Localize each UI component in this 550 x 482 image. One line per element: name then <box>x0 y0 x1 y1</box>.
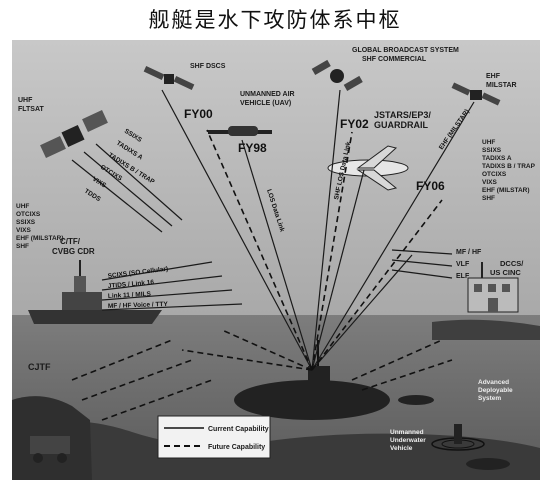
right-stack-3: TADIXS B / TRAP <box>482 163 536 170</box>
uuv-line-1: Unmanned <box>390 429 424 436</box>
sky-background <box>12 40 540 315</box>
uuv <box>398 395 510 470</box>
right-stack-2: TADIXS A <box>482 155 512 162</box>
legend: Current Capability Future Capability <box>157 415 271 459</box>
command-building <box>467 262 519 313</box>
ship-label-jtids: JTIDS / Link 16 <box>108 279 155 290</box>
right-stack-5: VIXS <box>482 179 497 186</box>
label-fy00: FY00 <box>184 107 213 121</box>
satellite-uhf-fltsat <box>40 110 108 158</box>
label-fy98: FY98 <box>238 141 267 155</box>
left-stack-labels: UHF OTCIXS SSIXS VIXS EHF (MILSTAR) SHF <box>16 203 64 250</box>
label-mf-hf: MF / HF <box>456 249 482 256</box>
label-dccs-2: US CINC <box>490 268 521 277</box>
label-ehf-1: EHF <box>486 73 501 80</box>
left-stack-2: SSIXS <box>16 219 36 226</box>
label-fy06: FY06 <box>416 179 445 193</box>
left-stack-4: EHF (MILSTAR) <box>16 235 64 242</box>
uuv-line-2: Underwater <box>390 437 426 444</box>
comm-links-current <box>71 89 475 371</box>
label-shf-dscs: SHF DSCS <box>190 63 226 70</box>
uuv-line-3: Vehicle <box>390 445 413 452</box>
label-vlf: VLF <box>456 261 470 268</box>
submarine <box>234 340 390 420</box>
right-stack-4: OTCIXS <box>482 171 507 178</box>
label-advanced-deployable: Advanced Deployable System <box>478 379 513 402</box>
label-uav-2: VEHICLE (UAV) <box>240 100 291 107</box>
ship-label-link11: Link 11 / MILS <box>108 291 152 300</box>
adv-line-3: System <box>478 395 501 402</box>
right-stack-labels: UHF SSIXS TADIXS A TADIXS B / TRAP OTCIX… <box>482 139 536 202</box>
legend-current-label: Current Capability <box>208 426 269 433</box>
label-uuv: Unmanned Underwater Vehicle <box>390 429 426 452</box>
label-uhf-2: FLTSAT <box>18 106 45 113</box>
jstars-aircraft <box>327 145 409 191</box>
label-cvbg: CVBG CDR <box>52 247 95 256</box>
label-gbs-2: SHF COMMERCIAL <box>362 56 427 63</box>
left-stack-3: VIXS <box>16 227 31 234</box>
satellite-gbs <box>311 59 363 91</box>
legend-future-label: Future Capability <box>208 444 265 451</box>
label-fy02: FY02 <box>340 117 369 131</box>
comm-links-future <box>71 129 453 421</box>
land-vehicle <box>30 436 70 463</box>
label-uav-1: UNMANNED AIR <box>240 91 295 98</box>
right-stack-7: SHF <box>482 195 495 202</box>
surface-ship <box>28 260 162 324</box>
ship-label-mfhf: MF / HF Voice / TTY <box>108 301 169 310</box>
label-elf: ELF <box>456 273 470 280</box>
right-stack-1: SSIXS <box>482 147 502 154</box>
right-shore <box>432 319 540 340</box>
right-stack-6: EHF (MILSTAR) <box>482 187 530 194</box>
c4isr-diagram: SSIXS TADIXS A TADIXS B / TRAP OTCIXS VI… <box>12 40 540 480</box>
left-stack-1: OTCIXS <box>16 211 41 218</box>
adv-line-2: Deployable <box>478 387 513 394</box>
label-gbs-1: GLOBAL BROADCAST SYSTEM <box>352 47 459 54</box>
page-title: 舰艇是水下攻防体系中枢 <box>148 8 402 32</box>
label-jstars-2: GUARDRAIL <box>374 120 428 130</box>
label-ctf: C/TF/ <box>60 237 81 246</box>
satellite-shf-dscs <box>143 66 195 90</box>
label-cjtf: CJTF <box>28 362 51 372</box>
left-stack-0: UHF <box>16 203 29 210</box>
seabed <box>12 420 540 480</box>
label-jstars-1: JSTARS/EP3/ <box>374 110 431 120</box>
uav-aircraft <box>208 126 272 136</box>
satellite-ehf-milstar <box>451 82 501 106</box>
adv-line-1: Advanced <box>478 379 509 386</box>
deployable-sensors <box>431 424 485 451</box>
label-uhf-1: UHF <box>18 97 33 104</box>
label-ehf-2: MILSTAR <box>486 82 517 89</box>
label-dccs-1: DCCS/ <box>500 259 524 268</box>
left-stack-5: SHF <box>16 243 29 250</box>
right-stack-0: UHF <box>482 139 495 146</box>
